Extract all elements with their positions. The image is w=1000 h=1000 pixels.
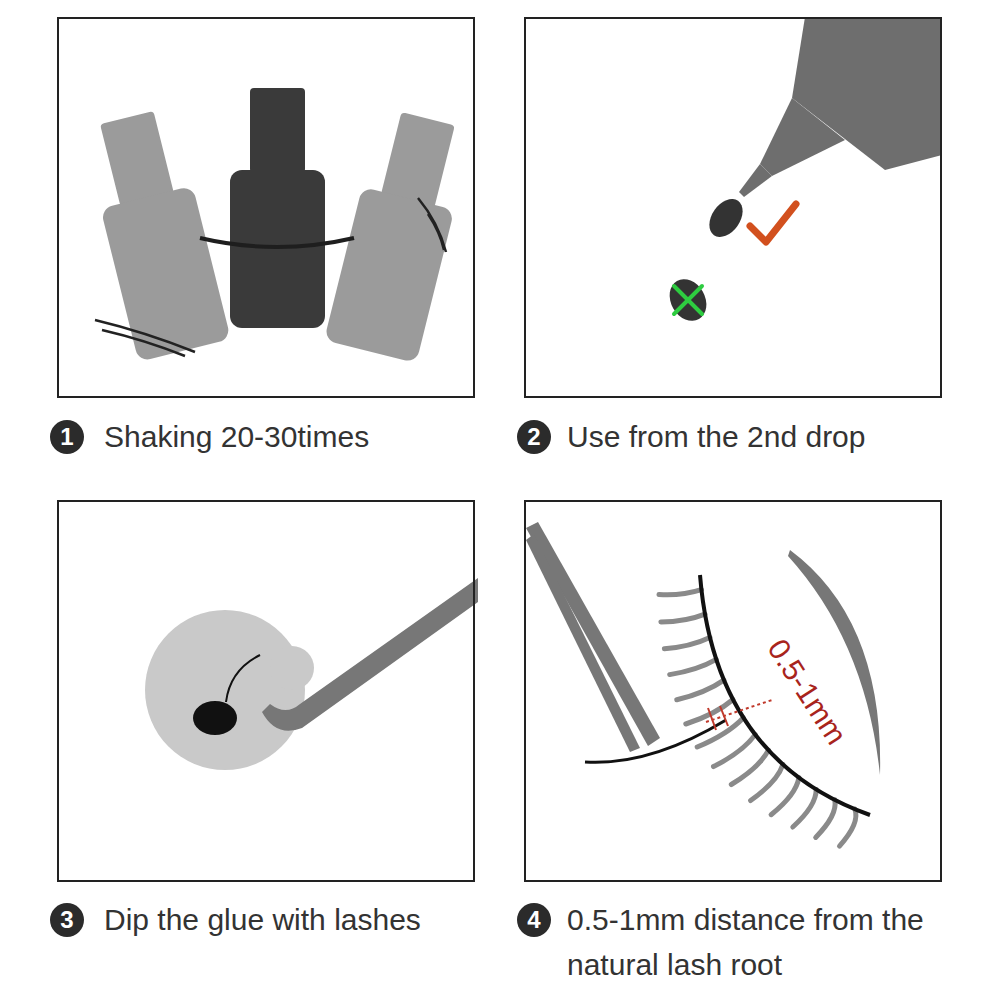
step-caption: Dip the glue with lashes: [104, 902, 514, 938]
lash-stroke: [731, 750, 768, 784]
eyelid-line: [700, 575, 870, 815]
step-caption: Use from the 2nd drop: [567, 419, 967, 455]
distance-marks: [708, 706, 728, 730]
glue-bottle: [230, 88, 325, 328]
lash-stroke: [714, 735, 756, 767]
glue-drop: [193, 701, 237, 735]
callout-number: 2: [517, 420, 551, 454]
glue-bottle: [739, 17, 942, 197]
lash-stroke: [659, 590, 701, 595]
check-mark: [750, 204, 796, 242]
callout-number: 3: [50, 903, 84, 937]
step-panel: Use from the 2nd drop: [524, 17, 942, 398]
step-panel: Dip the glue with lashes: [57, 500, 475, 882]
lash-stroke: [661, 614, 705, 622]
ghost-bottle: [81, 106, 231, 362]
lash: [226, 655, 260, 702]
step-panel: Shaking 20-30times: [57, 17, 475, 398]
lash-stroke: [664, 637, 710, 648]
step-panel: 0.5-1mm distance from the natural lash r…: [524, 500, 942, 882]
lash-stroke: [677, 680, 724, 700]
extension-lash: [585, 720, 726, 762]
shake-arc: [200, 238, 354, 247]
glue-stone: [145, 610, 314, 770]
bad-drop: [662, 272, 713, 327]
good-drop: [702, 193, 749, 243]
lash-stroke: [771, 778, 799, 815]
step-caption: 0.5-1mm distance from the natural lash r…: [567, 897, 929, 987]
tweezers: [526, 522, 660, 752]
callout-number: 1: [50, 420, 84, 454]
distance-line: [706, 700, 772, 722]
callout-number: 4: [517, 903, 551, 937]
lash-stroke: [670, 659, 717, 674]
lash-stroke: [751, 765, 783, 801]
ghost-bottle: [324, 107, 474, 363]
tweezers: [262, 578, 478, 731]
motion-lines: [95, 198, 446, 356]
natural-lashes: [659, 590, 856, 847]
lash-stroke: [793, 789, 816, 827]
dimension-label: 0.5-1mm: [761, 633, 854, 751]
lash-stroke: [816, 800, 835, 838]
step-caption: Shaking 20-30times: [104, 419, 504, 455]
lash-stroke: [840, 809, 856, 846]
cross-mark: [674, 286, 702, 314]
